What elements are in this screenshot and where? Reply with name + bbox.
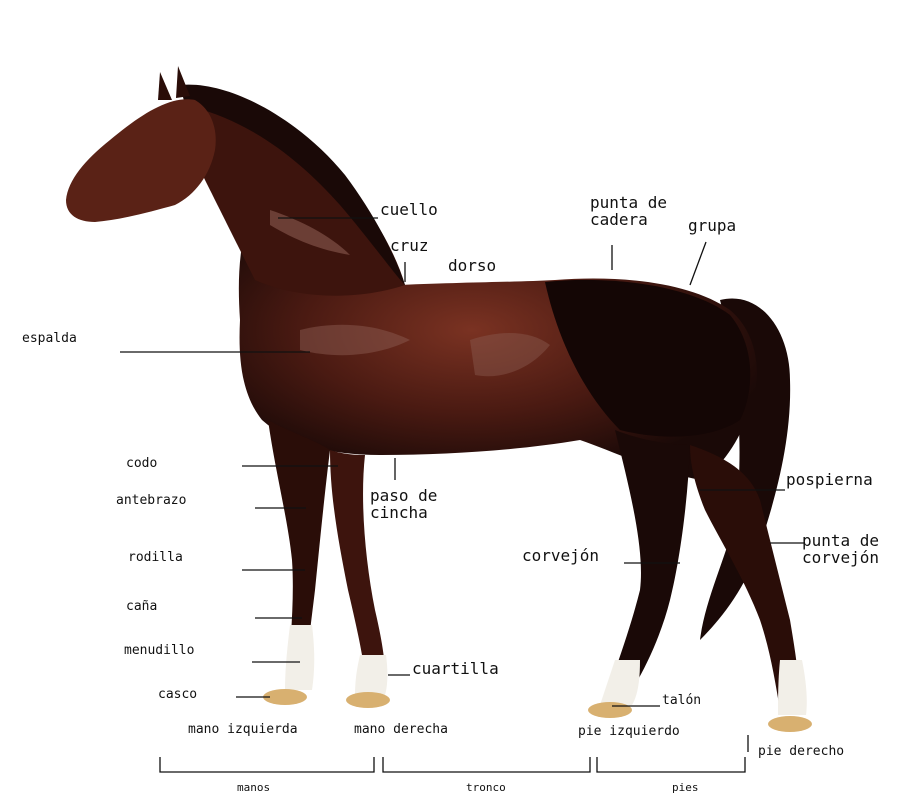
label-cana: caña: [126, 600, 157, 614]
front-left-leg: [268, 420, 330, 650]
group-label-manos: manos: [237, 782, 270, 794]
hoof: [588, 702, 632, 718]
white-sock: [778, 660, 807, 715]
label-cruz: cruz: [390, 238, 429, 255]
label-pospierna: pospierna: [786, 472, 873, 489]
group-label-pies: pies: [672, 782, 699, 794]
label-pie-izquierdo: pie izquierdo: [578, 725, 680, 739]
horse-head: [66, 99, 216, 222]
front-right-leg: [330, 450, 385, 675]
label-codo: codo: [126, 457, 157, 471]
group-brackets: [160, 757, 745, 772]
label-mano-izquierda: mano izquierda: [188, 723, 298, 737]
horse-ear: [158, 72, 172, 100]
label-menudillo: menudillo: [124, 644, 194, 658]
label-casco: casco: [158, 688, 197, 702]
label-punta-de-cadera: punta de cadera: [590, 195, 667, 229]
label-pie-derecho: pie derecho: [758, 745, 844, 759]
group-label-tronco: tronco: [466, 782, 506, 794]
label-corvejon: corvejón: [522, 548, 599, 565]
label-dorso: dorso: [448, 258, 496, 275]
label-paso-de-cincha: paso de cincha: [370, 488, 437, 522]
hind-left-leg: [605, 430, 690, 700]
white-sock: [285, 625, 314, 690]
label-punta-de-corvejon: punta de corvejón: [802, 533, 879, 567]
hoof: [768, 716, 812, 732]
label-espalda: espalda: [22, 332, 77, 346]
label-rodilla: rodilla: [128, 551, 183, 565]
label-cuello: cuello: [380, 202, 438, 219]
horse-ear: [176, 66, 190, 98]
label-talon: talón: [662, 694, 701, 708]
white-sock: [600, 660, 640, 705]
label-antebrazo: antebrazo: [116, 494, 186, 508]
white-sock: [355, 655, 387, 695]
hoof: [346, 692, 390, 708]
label-grupa: grupa: [688, 218, 736, 235]
label-mano-derecha: mano derecha: [354, 723, 448, 737]
label-cuartilla: cuartilla: [412, 661, 499, 678]
